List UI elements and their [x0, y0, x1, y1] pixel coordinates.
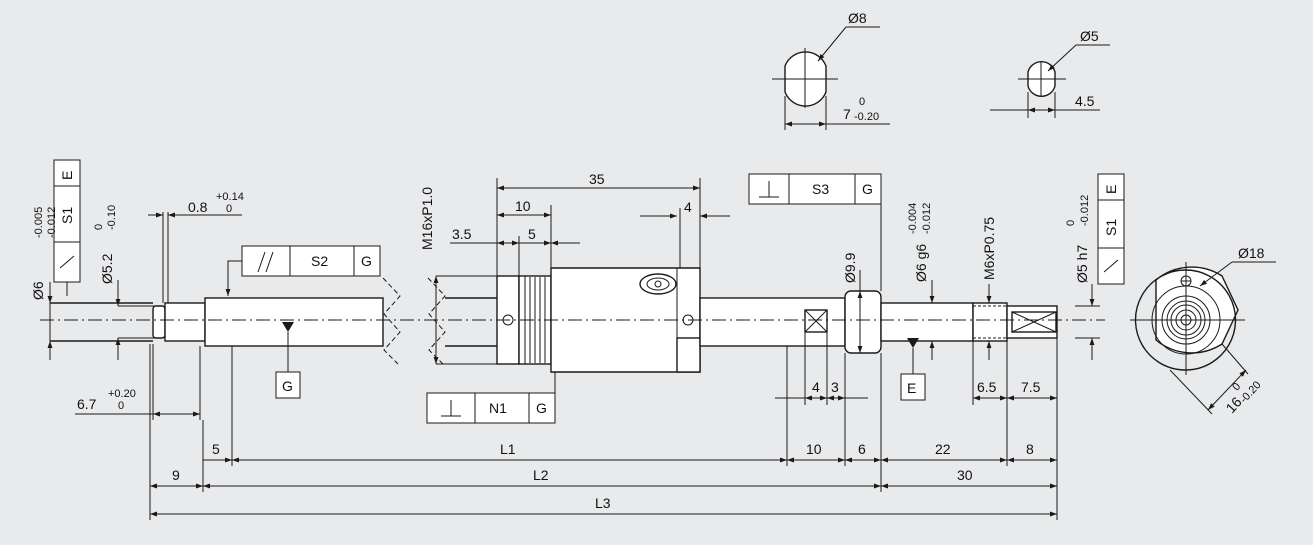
right-journal-dia: Ø6 g6: [913, 244, 929, 282]
end-view-tol-lower: -0.20: [1238, 379, 1264, 406]
nut-length: 35: [589, 171, 605, 187]
datum-e-label: E: [907, 380, 916, 396]
nut-thread-width: 5: [528, 226, 536, 242]
right-end-dia: Ø5 h7: [1074, 245, 1090, 283]
left-groove-width: 0.8: [188, 199, 208, 215]
right-dim-6-5: 6.5: [977, 379, 997, 395]
left-groove-tol-upper: 0: [93, 224, 105, 230]
nut-offset: 3.5: [452, 226, 472, 242]
datum-g-symbol: G: [275, 322, 301, 399]
right-perp-fcf-tol: S3: [812, 181, 829, 197]
right-annotations: S3 G Ø9.9 Ø6 g6 -0.004 -0.012 E M6xP0.75…: [748, 173, 1125, 405]
d8-tol-upper: 0: [859, 96, 865, 108]
left-groove-dia: Ø5.2: [99, 253, 115, 284]
nut-flange-width: 10: [515, 198, 531, 214]
right-perp-fcf-datum: G: [862, 181, 873, 197]
right-fcf-ref: E: [1103, 185, 1119, 194]
end-view-tol-upper: 0: [1230, 381, 1243, 394]
dim-L2: L2: [533, 467, 549, 483]
nut-annotations: M16xP1.0 35 10 3.5 5 4 N1 G: [419, 171, 730, 424]
left-fcf-ref: E: [59, 171, 75, 180]
d8-diameter-label: Ø8: [848, 10, 867, 26]
left-shaft-tol-upper: -0.005: [33, 207, 45, 238]
right-collar-dia: Ø9.9: [842, 252, 858, 283]
left-fcf-ref-box: [53, 159, 81, 187]
right-journal-tol-upper: -0.004: [907, 203, 919, 234]
end-view: Ø18 16 0 -0.20: [1130, 245, 1276, 416]
left-fcf-datum: S1: [59, 207, 75, 224]
datum-g-label: G: [282, 378, 293, 394]
detail-d8: Ø8 7 0 -0.20: [772, 10, 890, 130]
d5-diameter-label: Ø5: [1080, 28, 1099, 44]
parallel-fcf-datum: G: [361, 253, 372, 269]
left-groove-pos-tol-lower: 0: [118, 400, 124, 412]
dim-10: 10: [806, 441, 822, 457]
left-groove-width-tol-upper: +0.14: [216, 191, 244, 203]
dim-L1: L1: [500, 441, 516, 457]
dim-22: 22: [935, 441, 951, 457]
parallel-fcf-tol: S2: [311, 253, 328, 269]
nut-fcf-datum: G: [536, 400, 547, 416]
d8-width-label: 7: [843, 106, 851, 122]
dim-6: 6: [858, 441, 866, 457]
right-dim-7-5: 7.5: [1021, 379, 1041, 395]
end-view-diameter: Ø18: [1238, 245, 1265, 261]
detail-d5: Ø5 4.5: [990, 28, 1110, 118]
left-shaft-tol-lower: -0.012: [46, 207, 58, 238]
right-journal-tol-lower: -0.012: [921, 203, 933, 234]
right-dim-4: 4: [812, 379, 820, 395]
left-annotations: E S1 Ø6 -0.005 -0.012 Ø5.2 0 -0.10 0.8 +…: [30, 159, 244, 420]
right-fcf-datum: S1: [1103, 219, 1119, 236]
left-groove-tol-lower: -0.10: [106, 205, 118, 230]
d8-tol-lower: -0.20: [854, 111, 879, 123]
parallelism-fcf: S2 G: [225, 245, 381, 296]
dim-5: 5: [212, 441, 220, 457]
right-end-tol-upper: 0: [1065, 220, 1077, 226]
d5-width-label: 4.5: [1075, 93, 1095, 109]
nut-thread-label: M16xP1.0: [419, 187, 435, 250]
left-groove-pos-tol-upper: +0.20: [108, 388, 136, 400]
bottom-dimensions: 5 L1 10 6 22 8 9 L2 30 L3: [149, 344, 1058, 520]
right-thread-label: M6xP0.75: [981, 217, 997, 280]
right-end-tol-lower: -0.012: [1079, 195, 1091, 226]
left-groove-pos: 6.7: [77, 396, 97, 412]
left-shaft-dia: Ø6: [30, 281, 46, 300]
dim-9: 9: [172, 467, 180, 483]
dim-8: 8: [1026, 441, 1034, 457]
nut-hole-pos: 4: [684, 199, 692, 215]
right-dim-3: 3: [831, 379, 839, 395]
left-groove-width-tol-lower: 0: [226, 203, 232, 215]
nut-fcf-tol: N1: [489, 400, 507, 416]
dim-L3: L3: [595, 495, 611, 511]
dim-30: 30: [957, 467, 973, 483]
